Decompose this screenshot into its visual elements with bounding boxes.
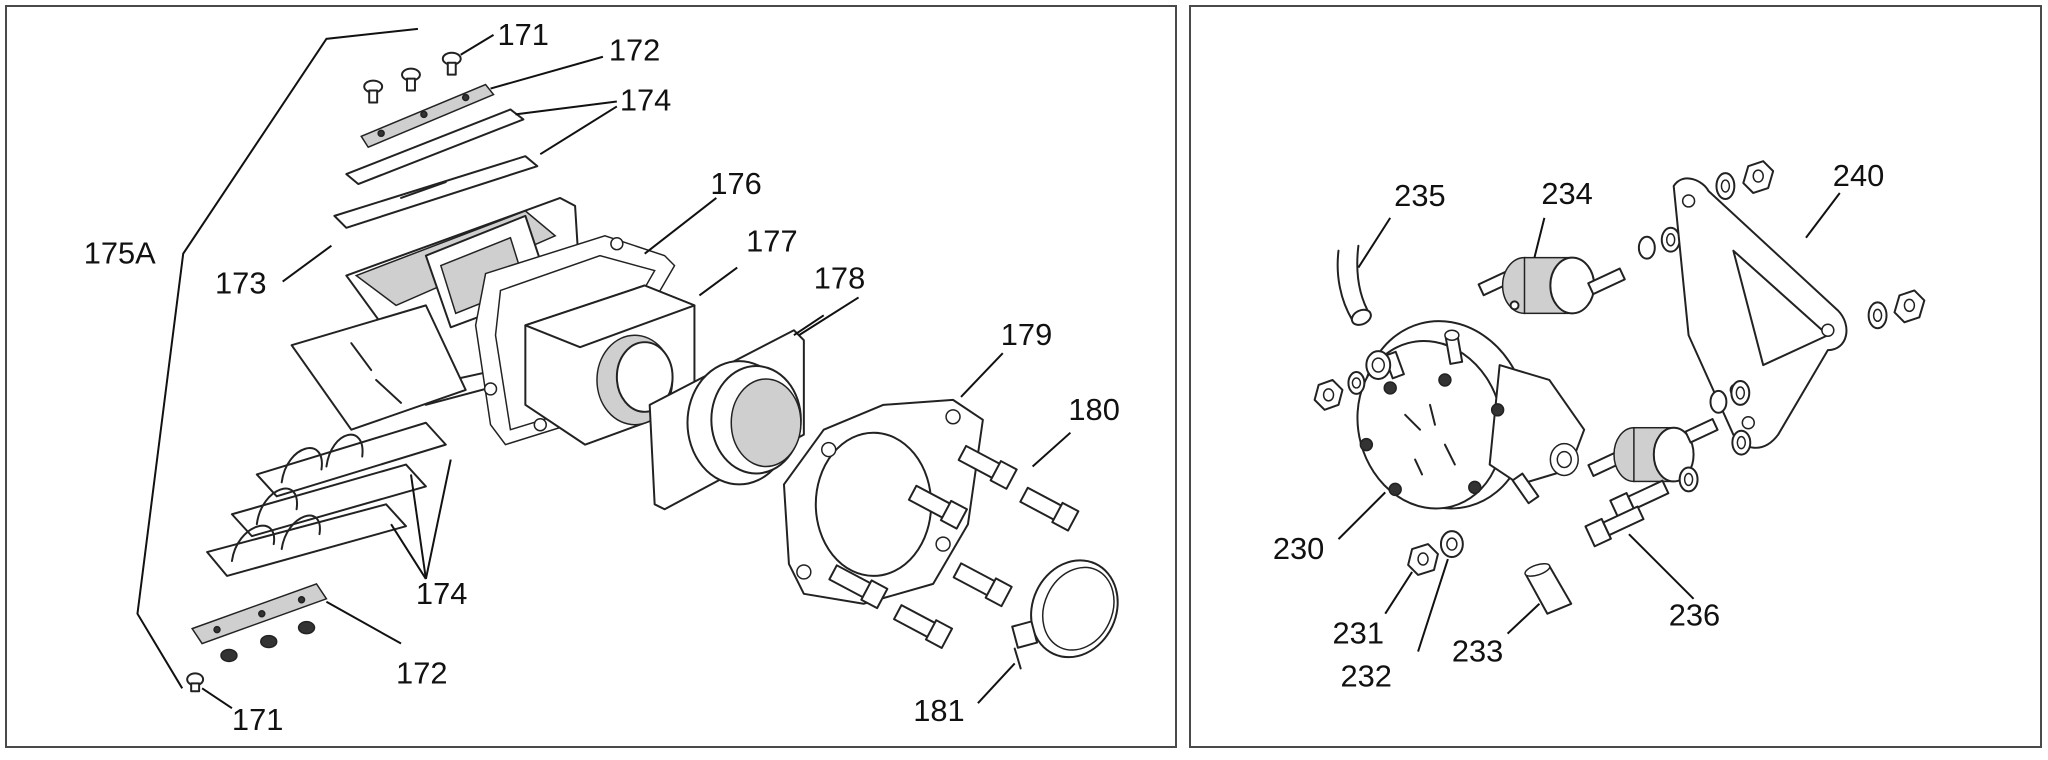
nut-washer-240-right	[1867, 289, 1926, 330]
screw-171-top	[363, 51, 462, 104]
reed-valve-diagram: 171 172 174 175A 173 176 177 178 179 180…	[84, 17, 1120, 737]
callout-176: 176	[710, 166, 761, 201]
callout-231: 231	[1333, 616, 1384, 651]
washers-234-upper	[1637, 226, 1681, 260]
washer-232	[1439, 530, 1464, 559]
bolt-180	[828, 444, 1080, 649]
assembly-bracket-175A	[136, 27, 419, 689]
callout-180: 180	[1068, 392, 1119, 427]
callout-181: 181	[913, 693, 964, 728]
reed-valve-exploded-view: 171 172 174 175A 173 176 177 178 179 180…	[5, 5, 1177, 748]
rubber-mount-234-upper	[1477, 256, 1626, 315]
callout-236: 236	[1669, 598, 1720, 633]
callout-178: 178	[814, 260, 865, 295]
callout-172-bottom: 172	[396, 655, 447, 690]
fuel-pump-230	[1356, 320, 1586, 510]
rubber-mount-234-lower	[1587, 417, 1719, 483]
callout-232: 232	[1340, 658, 1391, 693]
washers-234-lower	[1678, 379, 1752, 493]
nut-washer-240-top	[1715, 160, 1775, 200]
stop-plate-172-bottom	[191, 582, 328, 663]
callout-240: 240	[1833, 158, 1884, 193]
nut-washer-left	[1313, 371, 1366, 411]
callout-233: 233	[1452, 633, 1503, 668]
callout-173: 173	[215, 265, 266, 300]
adapter-plate-179	[782, 398, 984, 605]
callout-174-bottom: 174	[416, 576, 467, 611]
callout-171-top: 171	[498, 17, 549, 52]
sleeve-233	[1524, 563, 1573, 615]
callout-172-top: 172	[609, 33, 660, 68]
screw-171-bottom	[186, 672, 205, 693]
stop-plate-172-top	[360, 83, 495, 149]
callout-177: 177	[746, 224, 797, 259]
callout-175A: 175A	[84, 236, 156, 271]
nut-231	[1407, 543, 1439, 576]
screw-236	[1584, 479, 1670, 548]
fuel-pump-exploded-view: 235 234 240 230 231 232 233 236	[1189, 5, 2042, 748]
reed-petal-174-bottom	[206, 421, 447, 577]
callout-174-top: 174	[620, 82, 671, 117]
callout-179: 179	[1001, 317, 1052, 352]
callout-171-bottom: 171	[232, 702, 283, 737]
reed-petal-174-top	[333, 108, 539, 229]
flange-178	[648, 329, 805, 511]
callout-234: 234	[1541, 176, 1592, 211]
hose-clamp-181	[1011, 559, 1119, 670]
vent-hose-235	[1336, 244, 1372, 326]
fuel-pump-diagram: 235 234 240 230 231 232 233 236	[1273, 158, 1926, 693]
mounting-bracket-240	[1672, 177, 1848, 449]
callout-235: 235	[1394, 178, 1445, 213]
callout-230: 230	[1273, 531, 1324, 566]
